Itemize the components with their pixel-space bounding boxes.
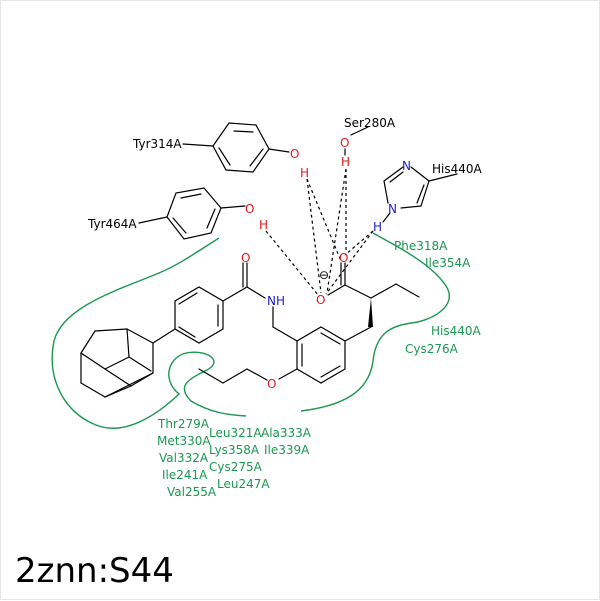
atom-o-tyr314: O [290,147,299,161]
residue-label-cys275: Cys275A [209,460,263,474]
residue-label-val255: Val255A [167,485,217,499]
residue-label-his440: His440A [432,162,483,176]
his440-imidazole [382,166,458,223]
amide-group [222,262,266,302]
residue-label-leu247: Leu247A [217,477,270,491]
atom-n-his-top: N [402,159,411,173]
residue-label-phe318: Phe318A [394,239,448,253]
central-benzene-ring [272,306,346,384]
atom-h-tyr314: H [300,166,309,180]
atom-o-ser280: O [340,136,349,150]
atom-o-carboxylate-bottom: O [316,293,325,307]
charge-minus: ⊖ [319,268,329,282]
residue-label-ala333: Ala333A [261,426,312,440]
residue-label-cys276: Cys276A [405,342,459,356]
atom-nh: NH [267,294,285,308]
residue-label-tyr314: Tyr314A [132,137,182,151]
atom-h-ser280: H [341,155,350,169]
atom-o-carboxylate-top: O [339,251,348,265]
atom-o-carbonyl: O [241,251,250,265]
residue-label-tyr464: Tyr464A [87,217,137,231]
residue-label-lys358: Lys358A [209,443,260,457]
atom-o-ether: O [267,377,276,391]
residue-label-ile339: Ile339A [264,443,310,457]
carboxylate-group [327,262,372,299]
residue-label-ser280: Ser280A [344,116,396,130]
structure-caption: 2znn:S44 [15,551,174,591]
residue-label-val332: Val332A [159,451,209,465]
atom-o-tyr464: O [245,202,254,216]
propoxy-chain [198,368,268,384]
residue-label-met330: Met330A [157,434,211,448]
atom-h-tyr464: H [259,218,268,232]
adamantane-cage [80,328,154,398]
tyr314-phenol [182,122,290,173]
residue-label-ile241: Ile241A [162,468,208,482]
left-benzene-ring [152,286,224,344]
atom-h-his: H [373,220,382,234]
hydrophobic-pocket-left [51,237,247,429]
residue-label-thr279: Thr279A [157,417,210,431]
tyr464-phenol [138,187,246,240]
residue-label-leu321: Leu321A [209,426,262,440]
ser280-hydroxyl [350,126,369,136]
ethyl-side-chain [344,283,420,342]
hydrogen-bonds [265,168,374,297]
atom-n-his-bottom: N [388,202,397,216]
residue-label-his440-pocket: His440A [431,324,482,338]
residue-label-ile354: Ile354A [425,256,471,270]
hydrophobic-pocket-right [300,232,450,412]
